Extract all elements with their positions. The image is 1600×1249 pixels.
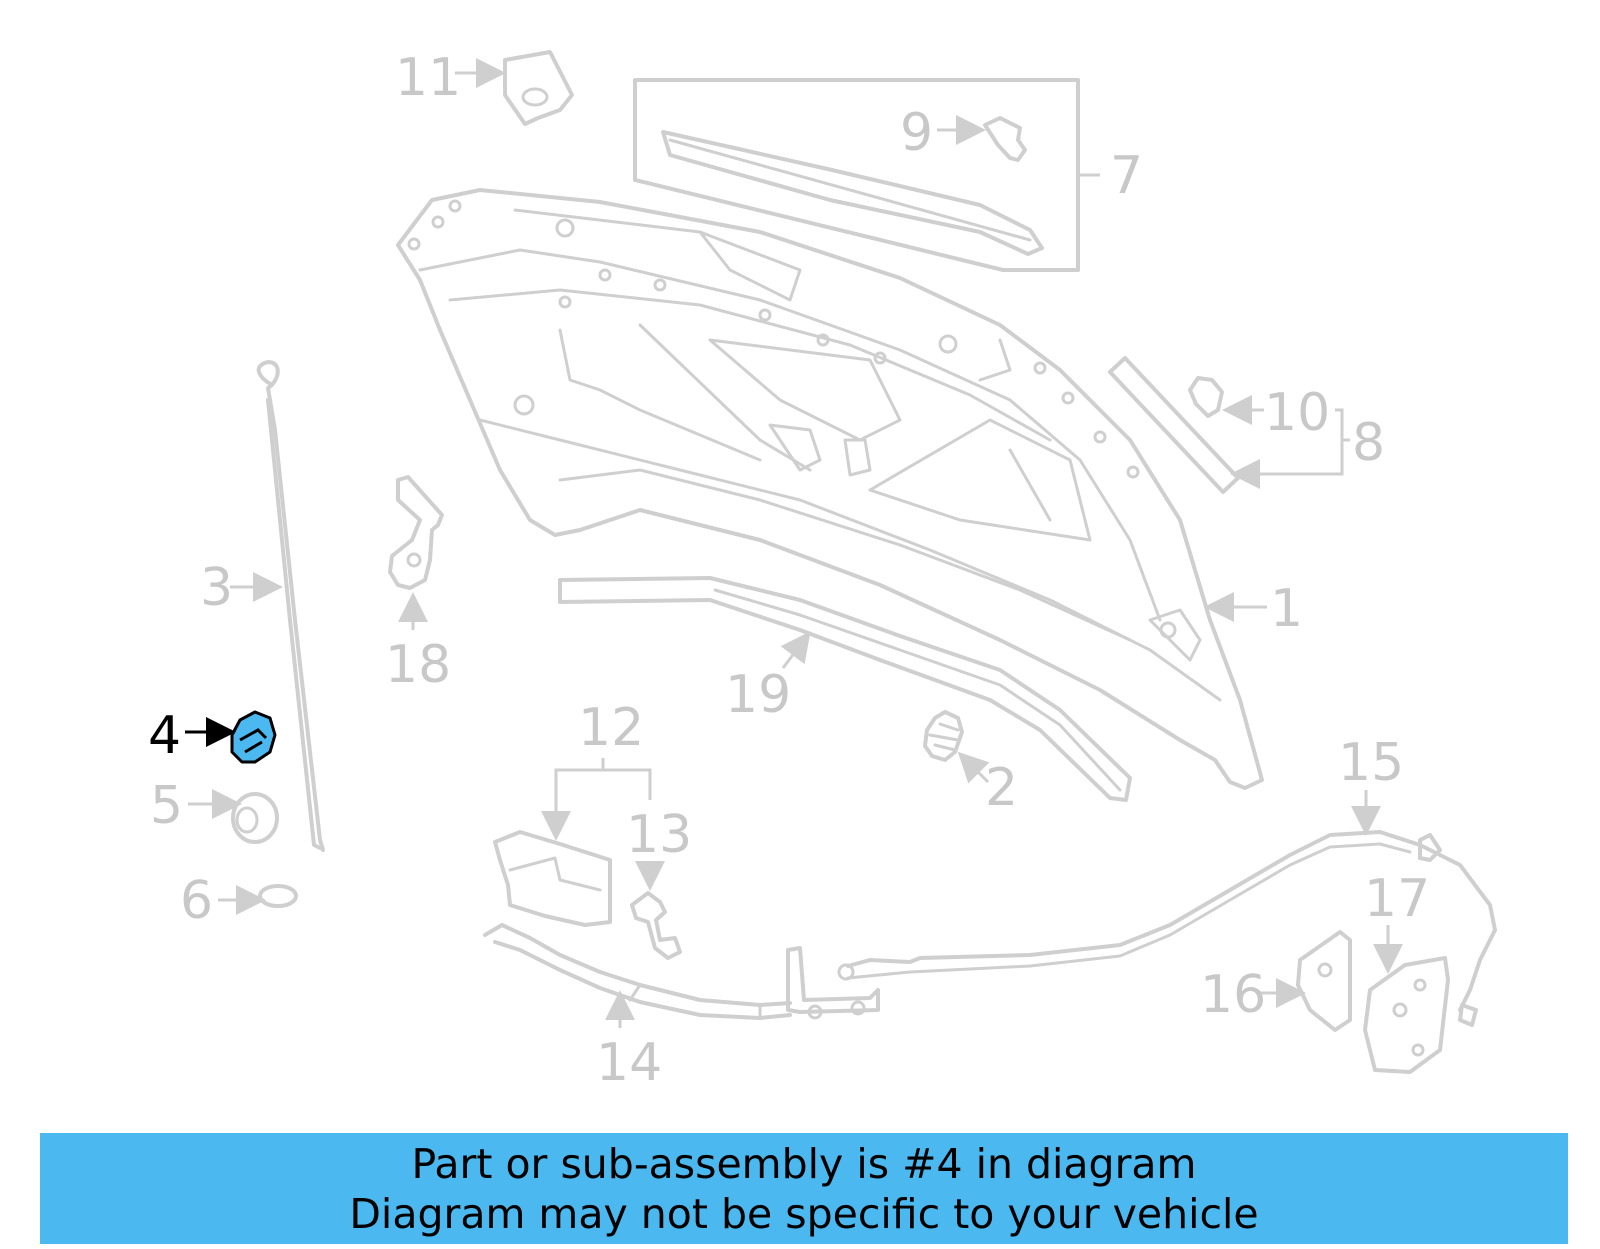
callout-11: 11: [395, 48, 461, 108]
callout-15: 15: [1338, 733, 1404, 793]
clip-9: [937, 115, 1027, 162]
hood-panel: [396, 188, 1264, 790]
callout-18: 18: [385, 635, 451, 695]
callout-6: 6: [180, 871, 213, 931]
cowl-seal-assembly: [633, 78, 1100, 272]
latch-17: [1363, 925, 1450, 1074]
callout-16: 16: [1200, 965, 1266, 1025]
callout-10: 10: [1264, 383, 1330, 443]
callout-3: 3: [200, 558, 233, 618]
callout-1: 1: [1270, 579, 1303, 639]
banner-line-1: Part or sub-assembly is #4 in diagram: [411, 1139, 1197, 1188]
grommet-5: [188, 789, 279, 844]
seal-19: [558, 576, 1132, 802]
striker-16: [1258, 930, 1352, 1032]
callout-5: 5: [150, 776, 183, 836]
callout-8: 8: [1352, 413, 1385, 473]
bracket-11: [455, 50, 574, 126]
callout-7: 7: [1110, 146, 1143, 206]
latch-12: [493, 758, 652, 927]
seal-strip-8: [1108, 356, 1350, 494]
part-4-highlighted: [185, 710, 277, 764]
callout-12: 12: [578, 698, 644, 758]
callout-4: 4: [148, 706, 181, 766]
banner-line-2: Diagram may not be specific to your vehi…: [349, 1189, 1259, 1238]
release-handle-14: [483, 923, 880, 1028]
bracket-18: [388, 475, 444, 630]
prop-rod-3: [230, 360, 325, 852]
bumper-2: [923, 710, 990, 784]
callout-2: 2: [985, 758, 1018, 818]
callout-9: 9: [900, 103, 933, 163]
callout-14: 14: [596, 1033, 662, 1093]
washer-6: [218, 884, 298, 915]
info-banner: Part or sub-assembly is #4 in diagram Di…: [40, 1133, 1568, 1244]
callout-17: 17: [1364, 869, 1430, 929]
callout-19: 19: [725, 665, 791, 725]
cable-15: [837, 790, 1497, 1027]
clip-13: [630, 861, 682, 960]
callout-13: 13: [626, 805, 692, 865]
